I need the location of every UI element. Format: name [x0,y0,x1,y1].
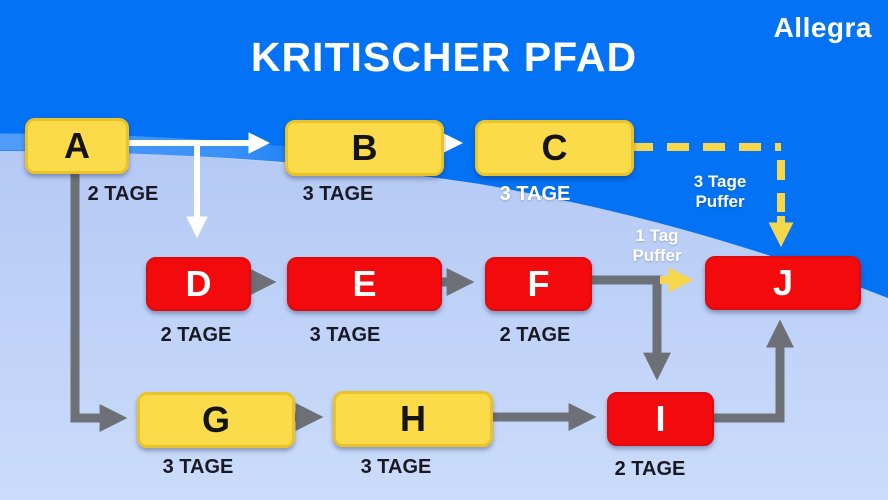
page-title: KRITISCHER PFAD [250,34,638,80]
node-G: G [137,392,295,448]
duration-E: 3 TAGE [309,324,381,346]
duration-I: 2 TAGE [614,458,686,480]
duration-A: 2 TAGE [87,183,159,205]
arrow-i-j [710,319,794,423]
buffer-label-f-j: 1 Tag Puffer [632,226,682,265]
node-A: A [25,118,129,174]
arrow-f-i [588,275,671,381]
node-J: J [705,256,861,310]
node-E: E [287,257,442,311]
node-F: F [485,257,592,311]
duration-G: 3 TAGE [162,456,234,478]
duration-C: 3 TAGE [499,183,571,205]
node-B: B [285,120,444,176]
duration-B: 3 TAGE [302,183,374,205]
node-H: H [333,391,493,447]
node-C: C [475,120,634,176]
duration-D: 2 TAGE [160,324,232,346]
arrow-a-g [70,166,128,432]
duration-H: 3 TAGE [360,456,432,478]
duration-F: 2 TAGE [499,324,571,346]
buffer-label-c-j: 3 Tage Puffer [693,172,747,211]
node-D: D [146,257,251,311]
node-I: I [607,392,714,446]
allegra-logo: Allegra [773,12,872,43]
